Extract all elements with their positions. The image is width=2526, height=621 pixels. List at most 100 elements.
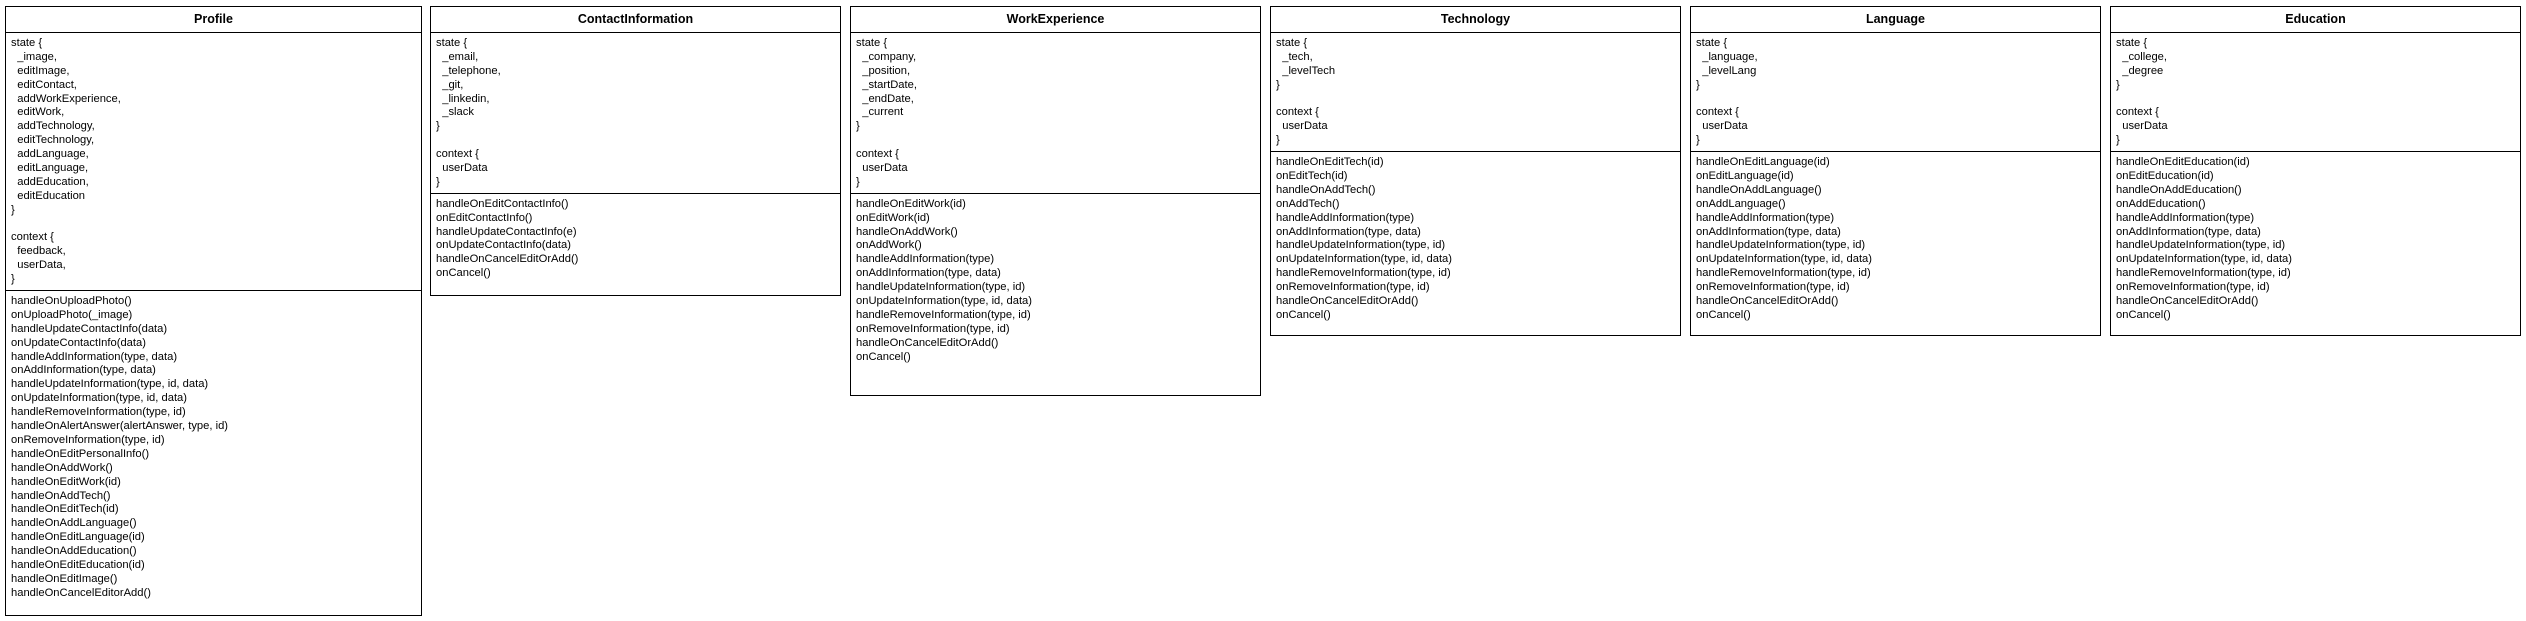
attribute-line (1276, 93, 1675, 107)
class-box-contact-information[interactable]: ContactInformation state { _email, _tele… (430, 6, 841, 296)
methods-compartment: handleOnEditContactInfo() onEditContactI… (431, 194, 840, 283)
methods-compartment: handleOnUploadPhoto() onUploadPhoto(_ima… (6, 291, 421, 603)
methods-compartment: handleOnEditEducation(id) onEditEducatio… (2111, 152, 2520, 325)
attribute-line: } (1276, 134, 1280, 147)
method-line: handleOnAddTech() (1276, 183, 1376, 196)
attribute-line: _levelLang (1696, 64, 1757, 77)
attribute-line: _degree (2116, 64, 2164, 77)
attribute-line: context { (1696, 106, 1739, 119)
methods-compartment: handleOnEditWork(id) onEditWork(id) hand… (851, 194, 1260, 367)
method-line: handleOnCancelEditOrAdd() (2116, 295, 2259, 308)
attribute-line: } (1696, 78, 1700, 91)
attribute-line: state { (856, 37, 888, 49)
attribute-line (1696, 93, 2095, 107)
attribute-line: _startDate, (856, 78, 917, 91)
attribute-line: feedback, (11, 245, 66, 258)
method-line: handleUpdateContactInfo(e) (436, 225, 577, 238)
method-line: onCancel() (1696, 308, 1751, 321)
method-line: handleOnAlertAnswer(alertAnswer, type, i… (11, 420, 229, 433)
method-line: handleRemoveInformation(type, id) (1276, 267, 1451, 280)
method-line: onRemoveInformation(type, id) (1696, 281, 1850, 294)
method-line: onCancel() (856, 350, 911, 363)
attribute-line: userData, (11, 259, 66, 272)
class-box-language[interactable]: Language state { _language, _levelLang }… (1690, 6, 2101, 336)
attribute-line: _endDate, (856, 92, 914, 105)
attributes-compartment: state { _company, _position, _startDate,… (851, 33, 1260, 194)
attribute-line (436, 134, 835, 148)
attribute-line: } (436, 175, 440, 188)
method-line: handleAddInformation(type) (2116, 211, 2255, 224)
attribute-line: state { (436, 37, 468, 49)
attribute-line: _email, (436, 50, 479, 63)
method-line: handleOnAddTech() (11, 489, 111, 502)
method-line: handleOnAddLanguage() (11, 517, 137, 530)
method-line: onUpdateContactInfo(data) (436, 239, 571, 252)
method-line: handleUpdateContactInfo(data) (11, 322, 168, 335)
attribute-line: addTechnology, (11, 120, 95, 133)
method-line: onAddWork() (856, 239, 922, 252)
method-line: onRemoveInformation(type, id) (1276, 281, 1430, 294)
method-line: onRemoveInformation(type, id) (856, 322, 1010, 335)
attribute-line: } (856, 175, 860, 188)
attributes-compartment: state { _language, _levelLang } context … (1691, 33, 2100, 153)
attribute-line: context { (11, 231, 54, 244)
method-line: handleOnAddWork() (856, 225, 958, 238)
attribute-line: } (1696, 134, 1700, 147)
method-line: handleOnEditTech(id) (1276, 156, 1384, 169)
attribute-line: editTechnology, (11, 134, 95, 147)
method-line: onUpdateContactInfo(data) (11, 336, 146, 349)
method-line: onUpdateInformation(type, id, data) (856, 295, 1032, 308)
attribute-line (856, 134, 1255, 148)
attribute-line: context { (856, 148, 899, 161)
method-line: handleOnEditPersonalInfo() (11, 447, 150, 460)
method-line: onAddTech() (1276, 197, 1340, 210)
method-line: handleOnEditContactInfo() (436, 197, 569, 210)
method-line: handleOnEditLanguage(id) (1696, 156, 1830, 169)
method-line: onAddInformation(type, data) (856, 267, 1001, 280)
class-name: Language (1691, 7, 2100, 33)
attributes-compartment: state { _image, editImage, editContact, … (6, 33, 421, 292)
method-line: onEditLanguage(id) (1696, 170, 1794, 183)
method-line: handleOnAddLanguage() (1696, 183, 1822, 196)
class-box-work-experience[interactable]: WorkExperience state { _company, _positi… (850, 6, 1261, 396)
methods-compartment: handleOnEditLanguage(id) onEditLanguage(… (1691, 152, 2100, 325)
method-line: handleRemoveInformation(type, id) (2116, 267, 2291, 280)
method-line: handleAddInformation(type, data) (11, 350, 178, 363)
attribute-line: _college, (2116, 50, 2167, 63)
method-line: handleOnEditWork(id) (11, 475, 121, 488)
method-line: handleOnUploadPhoto() (11, 295, 132, 308)
class-name: Profile (6, 7, 421, 33)
method-line: handleUpdateInformation(type, id) (1276, 239, 1446, 252)
method-line: handleRemoveInformation(type, id) (856, 308, 1031, 321)
methods-compartment: handleOnEditTech(id) onEditTech(id) hand… (1271, 152, 1680, 325)
method-line: handleAddInformation(type) (1276, 211, 1415, 224)
method-line: onUpdateInformation(type, id, data) (11, 392, 187, 405)
attribute-line: _current (856, 106, 904, 119)
attribute-line: _company, (856, 50, 917, 63)
class-box-education[interactable]: Education state { _college, _degree } co… (2110, 6, 2521, 336)
method-line: handleOnEditImage() (11, 572, 118, 585)
attribute-line: state { (1276, 37, 1308, 49)
attribute-line: addLanguage, (11, 148, 89, 161)
method-line: onCancel() (2116, 308, 2171, 321)
class-box-technology[interactable]: Technology state { _tech, _levelTech } c… (1270, 6, 1681, 336)
class-box-profile[interactable]: Profile state { _image, editImage, editC… (5, 6, 422, 616)
attribute-line: } (11, 273, 15, 286)
attribute-line: editEducation (11, 189, 86, 202)
method-line: onAddInformation(type, data) (1696, 225, 1841, 238)
method-line: handleOnCancelEditOrAdd() (1276, 295, 1419, 308)
attribute-line: } (436, 120, 440, 133)
attribute-line: _position, (856, 64, 911, 77)
method-line: handleRemoveInformation(type, id) (11, 406, 186, 419)
attribute-line: editContact, (11, 78, 77, 91)
method-line: handleOnEditLanguage(id) (11, 531, 145, 544)
attribute-line: addWorkExperience, (11, 92, 121, 105)
attribute-line: context { (436, 148, 479, 161)
method-line: onAddInformation(type, data) (1276, 225, 1421, 238)
attribute-line: _git, (436, 78, 464, 91)
attribute-line: userData (1276, 120, 1328, 133)
method-line: handleUpdateInformation(type, id) (2116, 239, 2286, 252)
class-name: Technology (1271, 7, 1680, 33)
attribute-line (2116, 93, 2515, 107)
method-line: handleOnEditWork(id) (856, 197, 966, 210)
